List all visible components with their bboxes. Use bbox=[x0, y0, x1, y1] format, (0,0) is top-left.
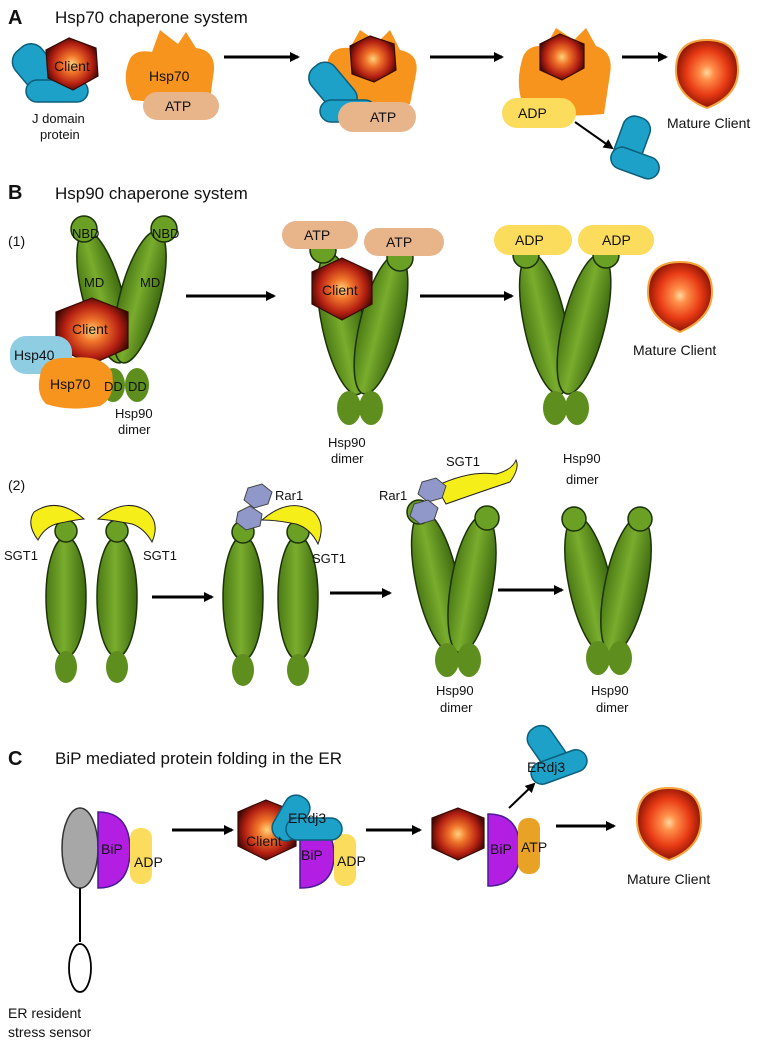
atp-label: ATP bbox=[370, 109, 396, 125]
hsp70-label: Hsp70 bbox=[50, 376, 91, 392]
hsp70-protein bbox=[38, 357, 113, 409]
bip-label: BiP bbox=[490, 841, 512, 857]
adp-label: ADP bbox=[602, 232, 631, 248]
mature-client-label: Mature Client bbox=[667, 115, 750, 131]
atp-molecule bbox=[364, 228, 444, 256]
md-label: MD bbox=[84, 275, 104, 290]
hsp90-monomers-rar1 bbox=[222, 483, 322, 686]
erdj3-protein bbox=[526, 724, 588, 785]
hsp90-label: Hsp90 bbox=[591, 683, 629, 698]
client-protein bbox=[311, 257, 373, 321]
atp-molecule bbox=[282, 221, 358, 249]
dimer-label: dimer bbox=[440, 700, 473, 715]
hsp90-label: Hsp90 bbox=[328, 435, 366, 450]
nbd-label: NBD bbox=[152, 226, 179, 241]
atp-label: ATP bbox=[386, 234, 412, 250]
hsp90-dimer-closed bbox=[561, 506, 653, 675]
panel-c-letter: C bbox=[8, 748, 22, 770]
hsp40-label: Hsp40 bbox=[14, 347, 55, 363]
atp-label: ATP bbox=[165, 98, 191, 114]
nbd-label: NBD bbox=[72, 226, 99, 241]
hsp90-label: Hsp90 bbox=[115, 406, 153, 421]
hsp70-client-complex bbox=[308, 30, 417, 132]
bip-label: BiP bbox=[301, 847, 323, 863]
hsp70-adp-complex bbox=[502, 28, 611, 128]
release-arrow bbox=[574, 121, 614, 150]
md-label: MD bbox=[140, 275, 160, 290]
er-stress-sensor bbox=[61, 807, 99, 993]
er-resident-label-2: stress sensor bbox=[8, 1024, 92, 1040]
bip-label: BiP bbox=[101, 841, 123, 857]
client-label: Client bbox=[54, 58, 90, 74]
adp-label: ADP bbox=[518, 105, 547, 121]
mature-client bbox=[646, 260, 714, 334]
sgt1-label: SGT1 bbox=[312, 551, 346, 566]
atp-molecule bbox=[143, 92, 219, 120]
panel-c-title: BiP mediated protein folding in the ER bbox=[55, 749, 342, 768]
panel-b-letter: B bbox=[8, 182, 22, 204]
adp-molecule bbox=[494, 225, 572, 255]
client-label: Client bbox=[72, 321, 108, 337]
bip-client-erdj3-complex bbox=[237, 794, 356, 889]
rar1-label: Rar1 bbox=[275, 488, 303, 503]
mature-client-label: Mature Client bbox=[633, 342, 716, 358]
adp-molecule bbox=[578, 225, 654, 255]
sgt1-label: SGT1 bbox=[4, 548, 38, 563]
hsp90-dimer-adp bbox=[512, 241, 620, 425]
sgt1-label: SGT1 bbox=[446, 454, 480, 469]
bip-atp-client-complex bbox=[431, 807, 540, 887]
row-2-label: (2) bbox=[8, 477, 25, 493]
client-label: Client bbox=[322, 282, 358, 298]
dimer-label: dimer bbox=[596, 700, 629, 715]
dd-label: DD bbox=[104, 379, 123, 394]
j-domain-label-1: J domain bbox=[32, 111, 85, 126]
client-protein bbox=[45, 37, 99, 91]
hsp90-dimer-rar1-sgt1 bbox=[406, 458, 518, 677]
hsp90-dimer-atp bbox=[309, 236, 414, 425]
panel-a-title: Hsp70 chaperone system bbox=[55, 8, 248, 27]
panel-b-title: Hsp90 chaperone system bbox=[55, 184, 248, 203]
dimer-label: dimer bbox=[118, 422, 151, 437]
adp-label: ADP bbox=[134, 854, 163, 870]
j-domain-label-2: protein bbox=[40, 127, 80, 142]
hsp90-label: Hsp90 bbox=[563, 451, 601, 466]
hsp90-label: Hsp90 bbox=[436, 683, 474, 698]
hsp90-monomers-sgt1 bbox=[30, 504, 156, 683]
mature-client bbox=[674, 38, 740, 110]
erdj3-label: ERdj3 bbox=[527, 759, 565, 775]
dd-label: DD bbox=[128, 379, 147, 394]
release-arrow bbox=[508, 782, 536, 809]
dimer-label: dimer bbox=[331, 451, 364, 466]
row-1-label: (1) bbox=[8, 233, 25, 249]
rar1-label: Rar1 bbox=[379, 488, 407, 503]
bip-protein bbox=[97, 811, 131, 889]
j-domain-protein bbox=[610, 115, 660, 180]
dimer-label: dimer bbox=[566, 472, 599, 487]
atp-label: ATP bbox=[304, 227, 330, 243]
mature-client bbox=[635, 786, 703, 862]
adp-label: ADP bbox=[515, 232, 544, 248]
atp-label: ATP bbox=[521, 839, 547, 855]
adp-molecule bbox=[130, 828, 152, 884]
mature-client-label: Mature Client bbox=[627, 871, 710, 887]
hsp70-protein bbox=[125, 30, 215, 102]
er-resident-label-1: ER resident bbox=[8, 1005, 81, 1021]
client-label: Client bbox=[246, 833, 282, 849]
panel-a-letter: A bbox=[8, 7, 22, 29]
sgt1-label: SGT1 bbox=[143, 548, 177, 563]
hsp70-label: Hsp70 bbox=[149, 68, 190, 84]
adp-label: ADP bbox=[337, 853, 366, 869]
erdj3-label: ERdj3 bbox=[288, 810, 326, 826]
